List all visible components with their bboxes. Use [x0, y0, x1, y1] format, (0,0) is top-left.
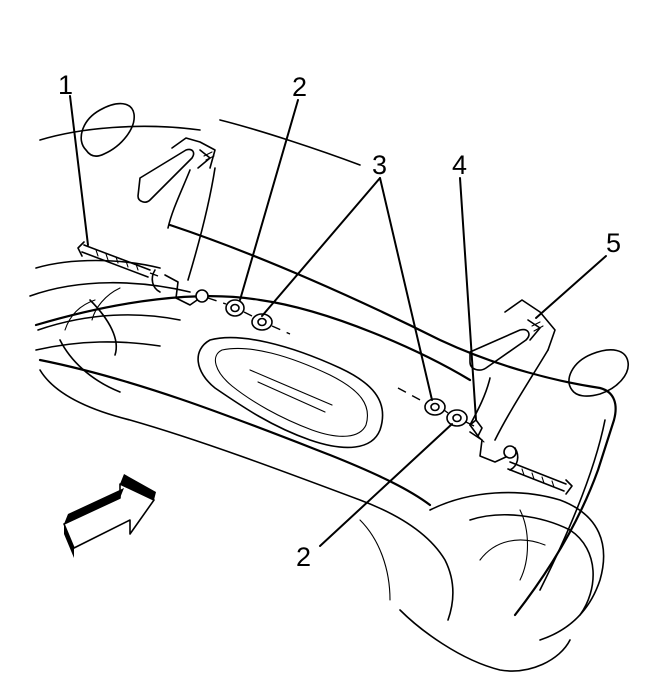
center-pass-through: [34, 295, 472, 507]
headrest-left: [80, 102, 135, 157]
callout-2-bottom: 2: [296, 542, 311, 572]
callout-3: 3: [372, 150, 387, 180]
bolt-right-icon: [507, 461, 573, 495]
seat-cushion-outline: [29, 119, 605, 672]
bolt-icon: [77, 241, 159, 278]
leader-lines: [69, 95, 607, 547]
front-of-vehicle-arrow-icon: [63, 474, 156, 558]
hinge-left: [137, 137, 216, 306]
seatback-panel: [168, 223, 617, 617]
callout-1: 1: [58, 70, 73, 100]
hinge-bracket-icon: [469, 419, 485, 443]
hinge-right: [469, 299, 556, 471]
nut-right-icon: [424, 398, 446, 416]
callout-4: 4: [452, 150, 467, 180]
headrest-right: [568, 349, 629, 397]
callout-5: 5: [606, 228, 621, 258]
callout-2-top: 2: [292, 72, 307, 102]
washer-icon: [225, 299, 245, 317]
nut-icon: [251, 313, 273, 331]
washer-right-icon: [446, 409, 468, 427]
